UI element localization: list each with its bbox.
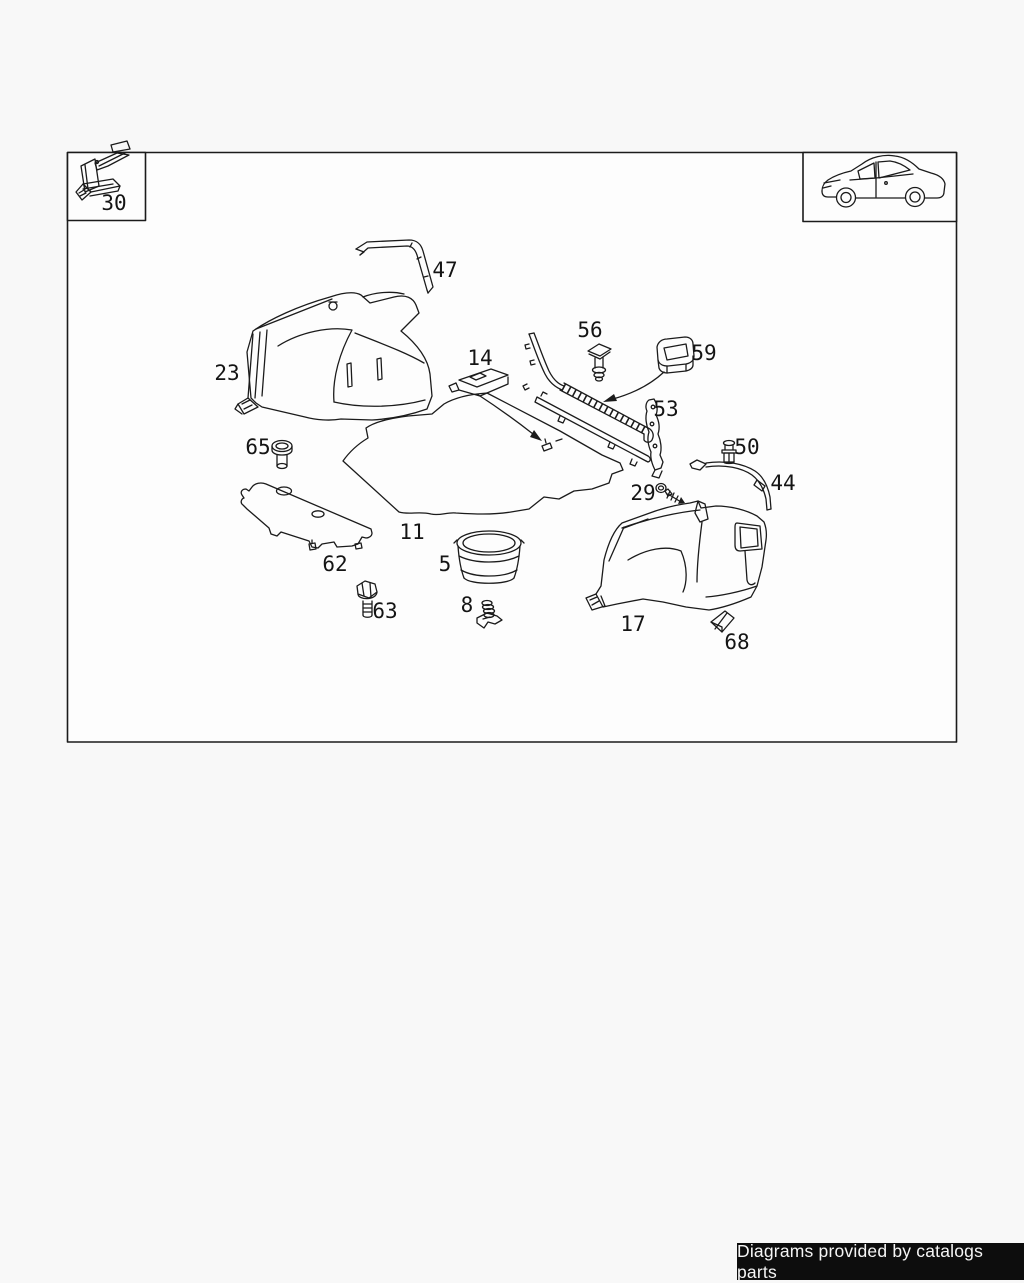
part-label-14[interactable]: 14: [467, 346, 492, 370]
part-label-29[interactable]: 29: [630, 481, 655, 505]
part-30-drawing: [75, 140, 131, 201]
part-label-50[interactable]: 50: [734, 435, 759, 459]
part-label-53[interactable]: 53: [653, 397, 678, 421]
part-label-65[interactable]: 65: [245, 435, 270, 459]
part-23-drawing: [234, 291, 433, 421]
part-44-drawing: [689, 459, 772, 511]
part-17-drawing: [585, 500, 768, 611]
part-53-drawing: [522, 332, 664, 479]
part-8-drawing: [476, 599, 503, 629]
part-label-63[interactable]: 63: [372, 599, 397, 623]
diagram-border: [66, 151, 958, 743]
part-65-drawing: [271, 439, 293, 470]
part-label-44[interactable]: 44: [770, 471, 795, 495]
part-label-5[interactable]: 5: [439, 552, 452, 576]
part-47-drawing: [355, 239, 434, 294]
part-label-56[interactable]: 56: [577, 318, 602, 342]
part-label-11[interactable]: 11: [399, 520, 424, 544]
part-label-59[interactable]: 59: [691, 341, 716, 365]
part-63-drawing: [356, 580, 378, 618]
part-29-drawing: [655, 482, 685, 504]
part-56-drawing: [587, 343, 612, 382]
part-62-drawing: [240, 482, 373, 551]
part-11-drawing: [342, 392, 624, 516]
part-50-drawing: [721, 439, 737, 465]
part-label-68[interactable]: 68: [724, 630, 749, 654]
diagram-frame: [66, 151, 958, 743]
part-label-17[interactable]: 17: [620, 612, 645, 636]
arrow-to-mat-clip: [476, 393, 563, 452]
part-label-62[interactable]: 62: [322, 552, 347, 576]
part-label-30[interactable]: 30: [101, 191, 126, 215]
callout-labels: 30 47 23 56 14 59 53 65 50 44 29 11 62 5…: [101, 191, 795, 654]
footer-credit-text: Diagrams provided by catalogs parts: [737, 1240, 984, 1282]
car-side-icon: [821, 154, 946, 208]
part-label-47[interactable]: 47: [432, 258, 457, 282]
footer-credit-bar: Diagrams provided by catalogs parts: [737, 1240, 1024, 1282]
part-59-drawing: [603, 336, 695, 402]
part-5-drawing: [453, 530, 525, 584]
part-label-23[interactable]: 23: [214, 361, 239, 385]
part-68-drawing: [710, 610, 735, 633]
part-label-8[interactable]: 8: [461, 593, 474, 617]
